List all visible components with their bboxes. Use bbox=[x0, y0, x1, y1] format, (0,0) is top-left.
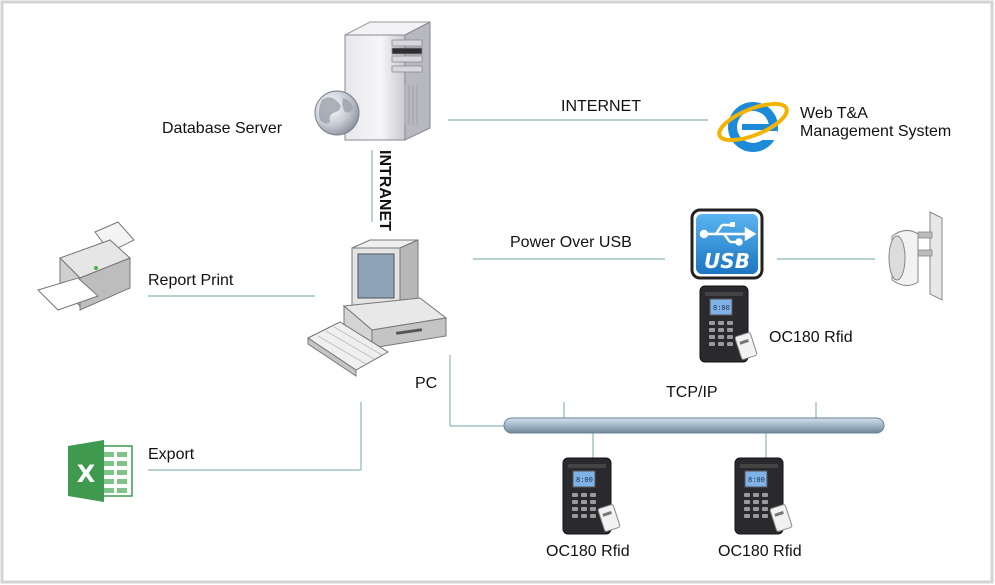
export-label: Export bbox=[148, 446, 195, 463]
pc-label: PC bbox=[415, 375, 437, 392]
printer-icon bbox=[37, 221, 135, 311]
globe-icon bbox=[314, 90, 360, 136]
usb-icon: USB bbox=[690, 208, 764, 280]
device-right-label: OC180 Rfid bbox=[718, 543, 802, 560]
report-print-label: Report Print bbox=[148, 272, 234, 289]
database-server-label: Database Server bbox=[162, 120, 283, 137]
power-over-usb-label: Power Over USB bbox=[510, 234, 632, 251]
desktop-computer-icon bbox=[307, 239, 448, 377]
excel-icon: X bbox=[68, 440, 133, 502]
server-tower-icon bbox=[344, 21, 431, 141]
device-usb-label: OC180 Rfid bbox=[769, 329, 853, 346]
web-system-label-line1: Web T&A bbox=[800, 105, 868, 122]
tcp-ip-bus bbox=[503, 417, 885, 434]
wall-power-adapter-icon bbox=[888, 211, 943, 301]
internet-label: INTERNET bbox=[561, 98, 641, 115]
tcp-ip-label: TCP/IP bbox=[666, 384, 718, 401]
connection-lines bbox=[148, 119, 875, 471]
web-system-label-line2: Management System bbox=[800, 123, 951, 140]
usb-badge-text: USB bbox=[704, 249, 750, 273]
internet-explorer-icon bbox=[717, 101, 789, 152]
intranet-label: INTRANET bbox=[376, 150, 393, 231]
svg-text:X: X bbox=[77, 460, 96, 488]
device-left-label: OC180 Rfid bbox=[546, 543, 630, 560]
